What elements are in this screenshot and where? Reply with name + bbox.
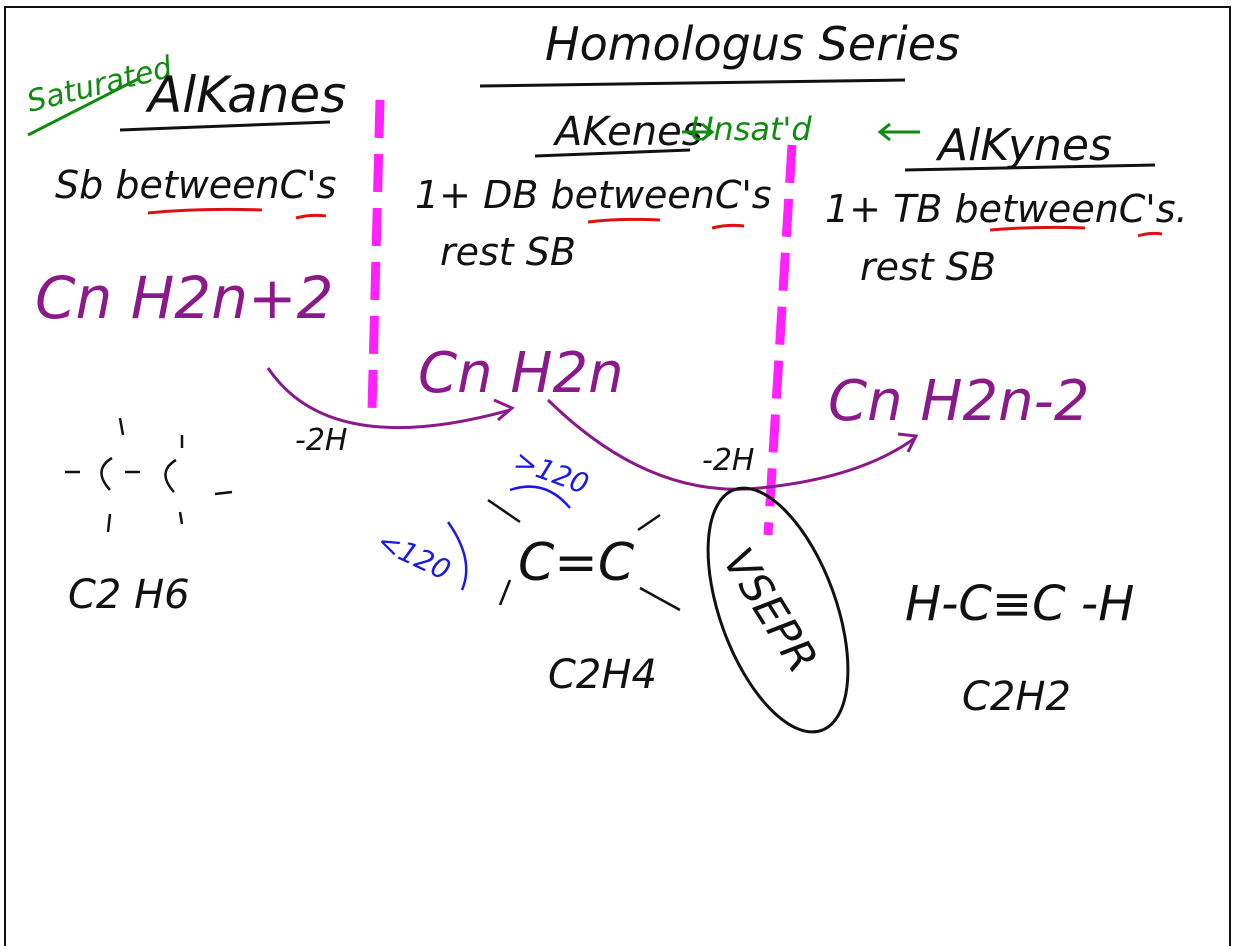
alkynes-bond-rule: 1+ TB betweenC's. <box>825 187 1188 231</box>
ethyne-formula: C2H2 <box>962 674 1071 720</box>
vsepr-label: VSEPR <box>714 539 828 681</box>
alkanes-heading: AlKanes <box>145 66 346 124</box>
angle-less-120: <120 <box>372 524 456 586</box>
alkanes-underline-cs <box>295 213 327 220</box>
ethene-core: C=C <box>518 533 635 593</box>
page-title: Homologus Series <box>545 17 960 71</box>
unsat-arrow-left <box>682 122 715 142</box>
alkynes-underline <box>904 163 1156 172</box>
alkynes-underline-cs <box>1137 231 1163 238</box>
ethane-structure <box>65 417 233 533</box>
title-underline <box>479 78 906 88</box>
alkenes-general-formula: Cn H2n <box>418 341 624 406</box>
saturated-underline <box>27 76 141 137</box>
alkynes-underline-between <box>989 225 1086 232</box>
ethane-formula: C2 H6 <box>68 572 190 618</box>
alkynes-rest-sb: rest SB <box>860 245 996 289</box>
alkanes-bond-rule: Sb betweenC's <box>55 163 336 207</box>
arrowhead-1 <box>493 398 515 422</box>
alkenes-underline <box>534 148 691 158</box>
ethyne-structure: H-C≡C -H <box>905 576 1134 632</box>
vsepr-oval <box>706 486 850 734</box>
angle-arc-lower <box>446 521 468 591</box>
alkynes-general-formula: Cn H2n-2 <box>828 369 1089 434</box>
arrowhead-2 <box>897 432 919 453</box>
alkynes-heading: AlKynes <box>935 120 1112 171</box>
alkanes-underline-between <box>147 207 263 215</box>
whiteboard-canvas: Homologus Series Saturated AlKanes Sb be… <box>23 17 1188 734</box>
transition-label-1: -2H <box>295 423 347 458</box>
alkenes-bond-rule: 1+ DB betweenC's <box>415 173 772 217</box>
unsat-arrow-right <box>877 122 920 142</box>
ethene-formula: C2H4 <box>548 652 657 698</box>
alkanes-underline <box>119 120 331 132</box>
alkenes-underline-cs <box>711 223 745 230</box>
divider-right <box>763 144 797 536</box>
angle-arc-upper <box>509 485 571 509</box>
whiteboard-frame <box>4 6 1231 946</box>
alkanes-general-formula: Cn H2n+2 <box>35 264 333 332</box>
alkenes-rest-sb: rest SB <box>440 230 576 274</box>
divider-left <box>367 99 385 411</box>
alkenes-heading: AKenes <box>552 109 703 155</box>
alkenes-underline-between <box>587 217 661 224</box>
transition-label-2: -2H <box>702 443 754 478</box>
ethene-structure <box>487 498 681 612</box>
arrow-alkane-to-alkene <box>266 367 511 430</box>
